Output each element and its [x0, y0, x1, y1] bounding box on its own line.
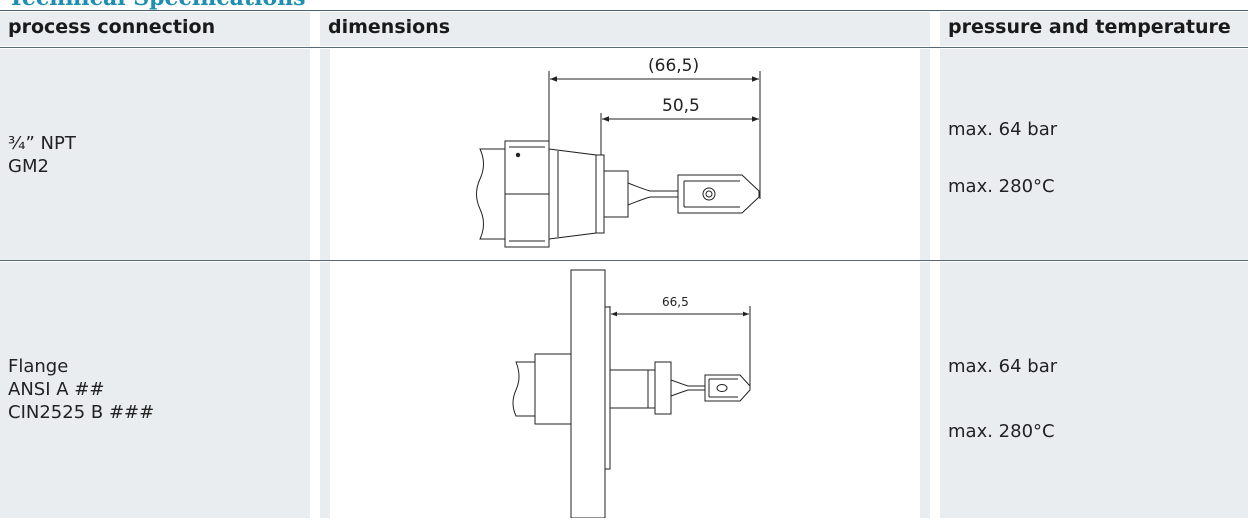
row2-dimension-drawing: 66,5 [330, 262, 920, 519]
header-cell-process-connection [0, 12, 310, 46]
header-rule [0, 47, 1248, 48]
header-cell-pressure-temperature [940, 12, 1248, 46]
row2-pressure-cell [940, 262, 1248, 518]
row-rule [0, 260, 1248, 261]
row1-pressure-cell [940, 49, 1248, 260]
header-pressure-temperature: pressure and temperature [948, 16, 1231, 38]
section-title-strip: Technical Specifications [0, 0, 1248, 11]
row1-connection-model: GM2 [8, 156, 49, 177]
row1-connection-cell [0, 49, 310, 260]
row1-dim-overall: (66,5) [648, 56, 699, 76]
row1-dim-length: 50,5 [662, 96, 700, 116]
row2-connection-standard: ANSI A ## [8, 379, 105, 400]
section-title: Technical Specifications [8, 0, 306, 10]
flange-switch-drawing: 66,5 [512, 269, 751, 519]
row1-pressure: max. 64 bar [948, 119, 1058, 140]
row2-connection-code: CIN2525 B ### [8, 402, 155, 423]
row1-dimension-drawing: (66,5) 50,5 [330, 49, 920, 260]
header-dimensions: dimensions [328, 16, 451, 38]
header-cell-dimensions [320, 12, 930, 46]
row1-temperature: max. 280°C [948, 176, 1055, 197]
row2-pressure: max. 64 bar [948, 356, 1058, 377]
row2-connection-cell [0, 262, 310, 518]
row1-connection-type: ¾” NPT [8, 133, 76, 154]
row2-temperature: max. 280°C [948, 421, 1055, 442]
row2-dim-length: 66,5 [662, 295, 689, 309]
row2-connection-type: Flange [8, 356, 69, 377]
npt-switch-drawing: (66,5) 50,5 [476, 56, 761, 248]
header-process-connection: process connection [8, 16, 216, 38]
